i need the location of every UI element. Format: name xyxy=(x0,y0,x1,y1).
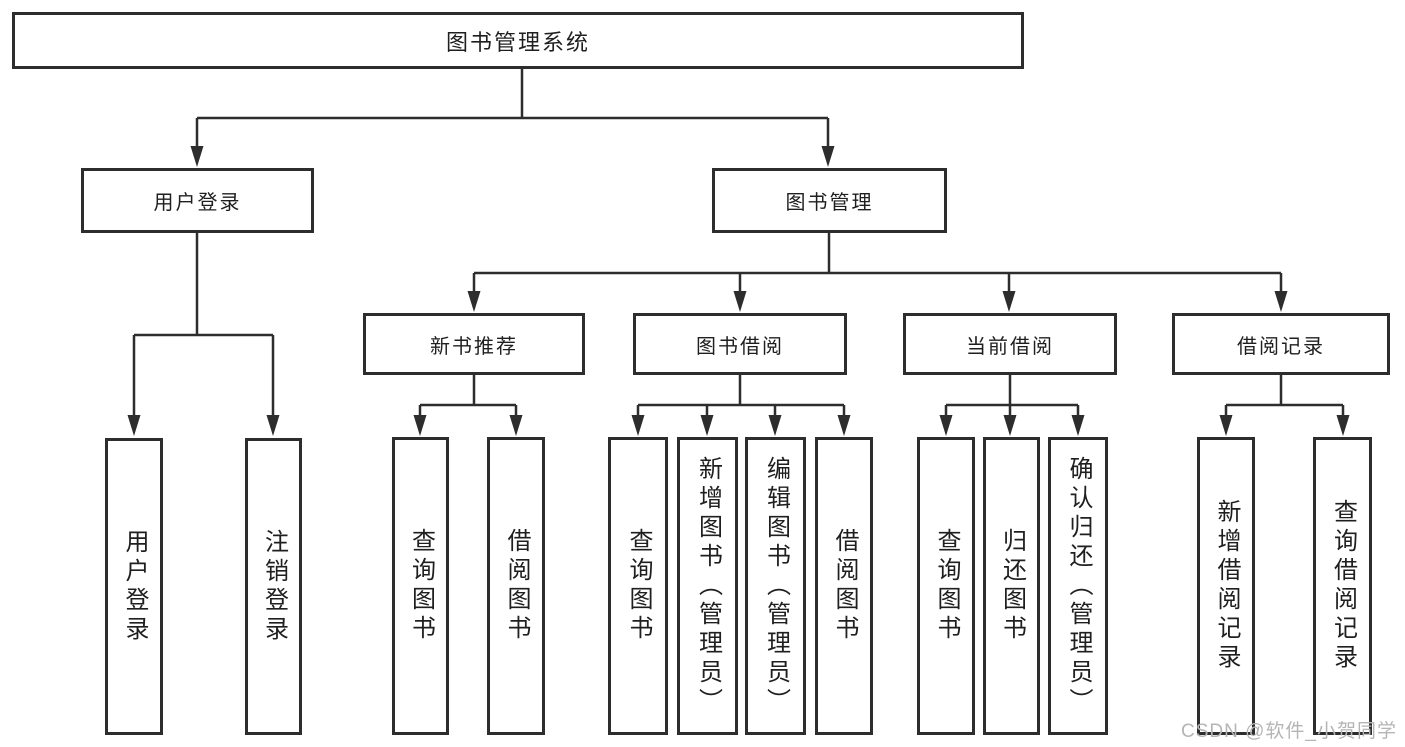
node-newrec-query-books: 查询图书 xyxy=(392,437,449,735)
node-borrowing-add-books-admin: 新增图书（管理员） xyxy=(677,437,738,735)
node-current-query-books: 查询图书 xyxy=(917,437,975,735)
node-current-borrowing: 当前借阅 xyxy=(903,313,1117,375)
node-borrowing-borrow-books: 借阅图书 xyxy=(815,437,873,735)
arrowheads xyxy=(127,146,1350,436)
node-new-book-recommendation: 新书推荐 xyxy=(363,313,585,375)
node-newrec-borrow-books: 借阅图书 xyxy=(487,437,545,735)
node-records-add-record: 新增借阅记录 xyxy=(1197,437,1255,735)
node-borrowing-records: 借阅记录 xyxy=(1172,313,1390,375)
node-book-borrowing: 图书借阅 xyxy=(633,313,847,375)
node-current-confirm-return-admin: 确认归还（管理员） xyxy=(1048,437,1108,735)
node-current-return-books: 归还图书 xyxy=(983,437,1040,735)
node-logout-login: 注销登录 xyxy=(245,438,302,735)
node-book-management: 图书管理 xyxy=(712,168,947,233)
node-user-login: 用户登录 xyxy=(81,168,314,233)
node-borrowing-edit-books-admin: 编辑图书（管理员） xyxy=(745,437,806,735)
node-borrowing-query-books: 查询图书 xyxy=(608,437,668,735)
node-library-management-system: 图书管理系统 xyxy=(12,12,1024,69)
node-records-query-record: 查询借阅记录 xyxy=(1313,437,1372,735)
node-user-login-leaf: 用户登录 xyxy=(105,438,163,735)
csdn-watermark: CSDN @软件_小贺同学 xyxy=(1181,721,1397,742)
